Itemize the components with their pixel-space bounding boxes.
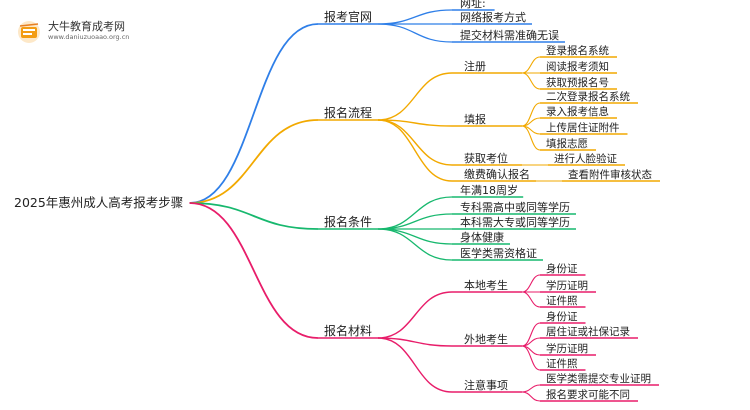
leaf-connector-process [521, 56, 541, 74]
sub-connector-process [377, 119, 453, 166]
branch-connector-process [189, 119, 319, 204]
sub-connector-materials [377, 337, 453, 393]
leaf-connector-materials [521, 274, 541, 293]
leaf-materials: 证件照 [546, 358, 578, 370]
leaf-conditions: 本科需大专或同等学历 [460, 215, 570, 229]
leaf-connector-materials [521, 291, 541, 308]
sub-connector-process [377, 119, 453, 182]
leaf-official: 网络报考方式 [460, 10, 526, 24]
leaf-process: 阅读报考须知 [546, 60, 609, 73]
sub-topic-materials: 外地考生 [464, 332, 508, 346]
leaf-connector-materials [521, 384, 541, 393]
site-logo: 大牛教育成考网 www.daniuzuoaao.org.cn [14, 16, 144, 48]
leaf-connector-conditions [377, 228, 453, 245]
leaf-process: 填报志愿 [546, 137, 588, 150]
leaf-connector-materials [521, 391, 541, 402]
leaf-official: 网址: [460, 0, 486, 10]
leaf-conditions: 身体健康 [460, 230, 504, 244]
logo-url: www.daniuzuoaao.org.cn [48, 33, 130, 41]
branch-official: 报考官网 [324, 9, 372, 24]
sub-topic-process: 获取考位 [464, 151, 508, 165]
sub-connector-process [377, 72, 453, 121]
leaf-official: 提交材料需准确无误 [460, 28, 559, 42]
leaf-connector-conditions [377, 213, 453, 230]
leaf-materials: 报名要求可能不同 [546, 388, 630, 401]
leaf-connector-official [377, 23, 453, 43]
leaf-process: 查看附件审核状态 [568, 168, 652, 181]
sub-topic-process: 注册 [464, 59, 486, 73]
branch-connector-materials [189, 202, 319, 339]
leaf-process: 上传居住证附件 [546, 121, 620, 134]
book-logo-icon [18, 21, 40, 43]
leaf-conditions: 年满18周岁 [460, 183, 518, 197]
sub-connector-materials [377, 337, 453, 347]
leaf-materials: 学历证明 [546, 279, 588, 292]
sub-connector-materials [377, 291, 453, 339]
branch-conditions: 报名条件 [324, 214, 372, 229]
leaf-connector-materials [521, 345, 541, 371]
sub-topic-materials: 注意事项 [464, 378, 508, 392]
leaf-connector-official [377, 9, 453, 25]
leaf-conditions: 专科需高中或同等学历 [460, 200, 570, 214]
leaf-process: 进行人脸验证 [554, 152, 617, 165]
leaf-connector-process [521, 125, 541, 151]
leaf-connector-conditions [377, 228, 453, 261]
sub-connector-process [377, 119, 453, 127]
sub-topic-process: 缴费确认报名 [464, 167, 530, 181]
leaf-conditions: 医学类需资格证 [460, 246, 537, 260]
leaf-materials: 身份证 [546, 262, 578, 275]
leaf-materials: 证件照 [546, 295, 578, 307]
branch-materials: 报名材料 [324, 323, 372, 338]
branch-connector-official [189, 23, 319, 204]
leaf-materials: 学历证明 [546, 342, 588, 355]
leaf-process: 录入报考信息 [546, 105, 609, 118]
leaf-connector-process [521, 72, 541, 90]
leaf-process: 二次登录报名系统 [546, 90, 630, 103]
leaf-materials: 医学类需提交专业证明 [546, 372, 651, 385]
leaf-connector-conditions [377, 196, 453, 230]
leaf-process: 登录报名系统 [546, 44, 609, 57]
root-topic: 2025年惠州成人高考报考步骤 [14, 195, 183, 210]
branch-connector-conditions [189, 202, 319, 230]
leaf-materials: 居住证或社保记录 [546, 325, 630, 338]
leaf-materials: 身份证 [546, 310, 578, 323]
sub-topic-materials: 本地考生 [464, 278, 508, 292]
branch-process: 报名流程 [324, 105, 372, 120]
sub-topic-process: 填报 [464, 112, 486, 126]
logo-name: 大牛教育成考网 [48, 20, 125, 33]
leaf-process: 获取预报名号 [546, 76, 609, 89]
